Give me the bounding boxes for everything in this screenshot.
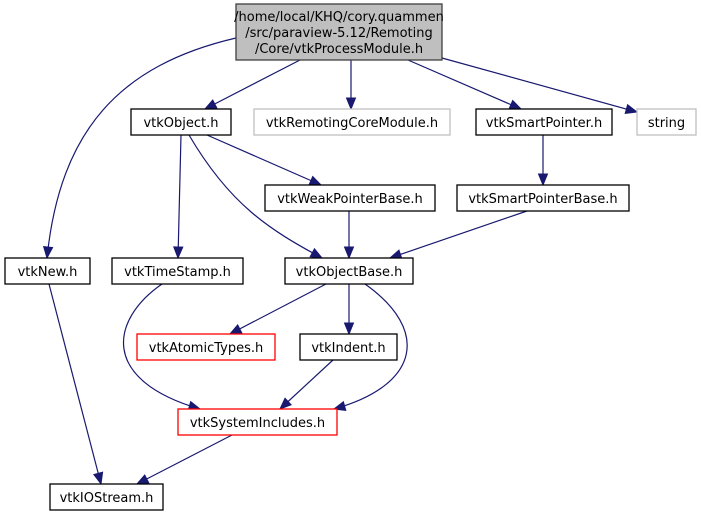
node-label: vtkAtomicTypes.h <box>149 341 263 356</box>
node-box <box>636 108 697 136</box>
node-vtkObjectBase[interactable]: vtkObjectBase.h <box>284 257 414 285</box>
node-label: vtkWeakPointerBase.h <box>277 192 423 207</box>
arrowhead-icon <box>343 322 355 336</box>
edge-root-to-vtkRemotingCoreModule <box>345 60 357 111</box>
node-vtkAtomicTypes[interactable]: vtkAtomicTypes.h <box>136 333 276 361</box>
arrowhead-icon <box>537 173 549 187</box>
node-label: vtkObjectBase.h <box>296 265 403 280</box>
edge-root-to-vtkSmartPointer <box>407 59 523 110</box>
edge-root-to-vtkNew <box>42 37 237 260</box>
node-root: /home/local/KHQ/cory.quammen/src/paravie… <box>234 3 444 61</box>
node-vtkNew[interactable]: vtkNew.h <box>4 257 91 285</box>
node-box <box>284 257 414 285</box>
edge-vtkObject-to-vtkTimeStamp <box>173 134 184 260</box>
node-box <box>264 184 436 212</box>
edge-vtkObjectBase-to-vtkIndent <box>343 284 355 336</box>
node-vtkRemotingCoreModule: vtkRemotingCoreModule.h <box>253 108 451 136</box>
arrowhead-icon <box>279 397 293 410</box>
edge-vtkIndent-to-vtkSystemIncludes <box>279 359 334 410</box>
node-label: vtkIOStream.h <box>60 491 154 506</box>
node-box <box>130 108 232 136</box>
edge-vtkWeakPointerBase-to-vtkObjectBase <box>343 211 355 260</box>
node-label: /src/paraview-5.12/Remoting <box>245 26 432 41</box>
node-box <box>111 257 244 285</box>
arrowhead-icon <box>135 474 150 485</box>
node-label: /home/local/KHQ/cory.quammen <box>234 10 444 25</box>
node-label: vtkSmartPointerBase.h <box>468 192 617 207</box>
edge-line <box>48 283 102 485</box>
node-box <box>4 257 91 285</box>
node-vtkIOStream[interactable]: vtkIOStream.h <box>49 483 164 511</box>
edges-layer <box>42 37 639 486</box>
arrowhead-icon <box>93 471 104 486</box>
arrowhead-icon <box>345 97 357 111</box>
edge-vtkSmartPointerBase-to-vtkObjectBase <box>388 210 528 260</box>
edge-root-to-string <box>441 57 639 114</box>
edge-vtkObject-to-vtkWeakPointerBase <box>206 134 323 186</box>
node-string: string <box>636 108 697 136</box>
node-box <box>136 333 276 361</box>
edge-line <box>229 283 327 335</box>
edge-line <box>389 210 528 259</box>
arrowhead-icon <box>343 246 355 260</box>
node-vtkObject[interactable]: vtkObject.h <box>130 108 232 136</box>
node-label: /Core/vtkProcessModule.h <box>255 42 423 57</box>
node-vtkWeakPointerBase[interactable]: vtkWeakPointerBase.h <box>264 184 436 212</box>
edge-vtkTimeStamp-to-vtkSystemIncludes <box>122 283 202 411</box>
arrowhead-icon <box>308 175 323 186</box>
node-label: vtkSmartPointer.h <box>486 116 602 131</box>
node-box <box>299 333 398 361</box>
node-label: string <box>648 116 685 131</box>
edge-line <box>333 283 408 410</box>
node-label: vtkIndent.h <box>311 341 385 356</box>
arrowhead-icon <box>203 99 218 110</box>
node-box <box>456 184 630 212</box>
arrowhead-icon <box>508 99 523 110</box>
node-label: vtkNew.h <box>18 265 78 280</box>
node-vtkTimeStamp[interactable]: vtkTimeStamp.h <box>111 257 244 285</box>
edge-vtkObjectBase-to-vtkAtomicTypes <box>228 283 327 335</box>
arrowhead-icon <box>173 246 184 260</box>
arrowhead-icon <box>624 103 639 114</box>
arrowhead-icon <box>228 324 243 335</box>
edge-vtkSystemIncludes-to-vtkIOStream <box>135 434 233 485</box>
node-vtkSmartPointer[interactable]: vtkSmartPointer.h <box>475 108 613 136</box>
node-box <box>235 3 443 61</box>
node-label: vtkRemotingCoreModule.h <box>266 116 438 131</box>
node-vtkSystemIncludes[interactable]: vtkSystemIncludes.h <box>177 408 338 436</box>
edge-vtkNew-to-vtkIOStream <box>48 283 104 486</box>
edge-line <box>279 359 334 410</box>
edge-root-to-vtkObject <box>203 59 301 110</box>
edge-vtkObjectBase-to-vtkSystemIncludes <box>332 283 408 411</box>
edge-vtkSmartPointer-to-vtkSmartPointerBase <box>537 135 549 187</box>
node-box <box>475 108 613 136</box>
edge-line <box>206 134 322 186</box>
node-vtkIndent[interactable]: vtkIndent.h <box>299 333 398 361</box>
node-box <box>49 483 164 511</box>
node-box <box>177 408 338 436</box>
nodes-layer: /home/local/KHQ/cory.quammen/src/paravie… <box>4 3 697 511</box>
node-vtkSmartPointerBase[interactable]: vtkSmartPointerBase.h <box>456 184 630 212</box>
arrowhead-icon <box>42 246 54 260</box>
edge-line <box>188 134 323 259</box>
edge-line <box>441 57 638 113</box>
node-label: vtkObject.h <box>143 116 218 131</box>
edge-line <box>177 134 182 259</box>
edge-line <box>122 283 201 410</box>
node-label: vtkSystemIncludes.h <box>190 416 325 431</box>
edge-line <box>136 434 233 485</box>
arrowhead-icon <box>332 400 347 411</box>
node-label: vtkTimeStamp.h <box>124 265 231 280</box>
edge-line <box>407 59 522 110</box>
edge-line <box>204 59 301 110</box>
node-box <box>253 108 451 136</box>
arrowhead-icon <box>309 247 324 259</box>
edge-line <box>46 37 237 259</box>
